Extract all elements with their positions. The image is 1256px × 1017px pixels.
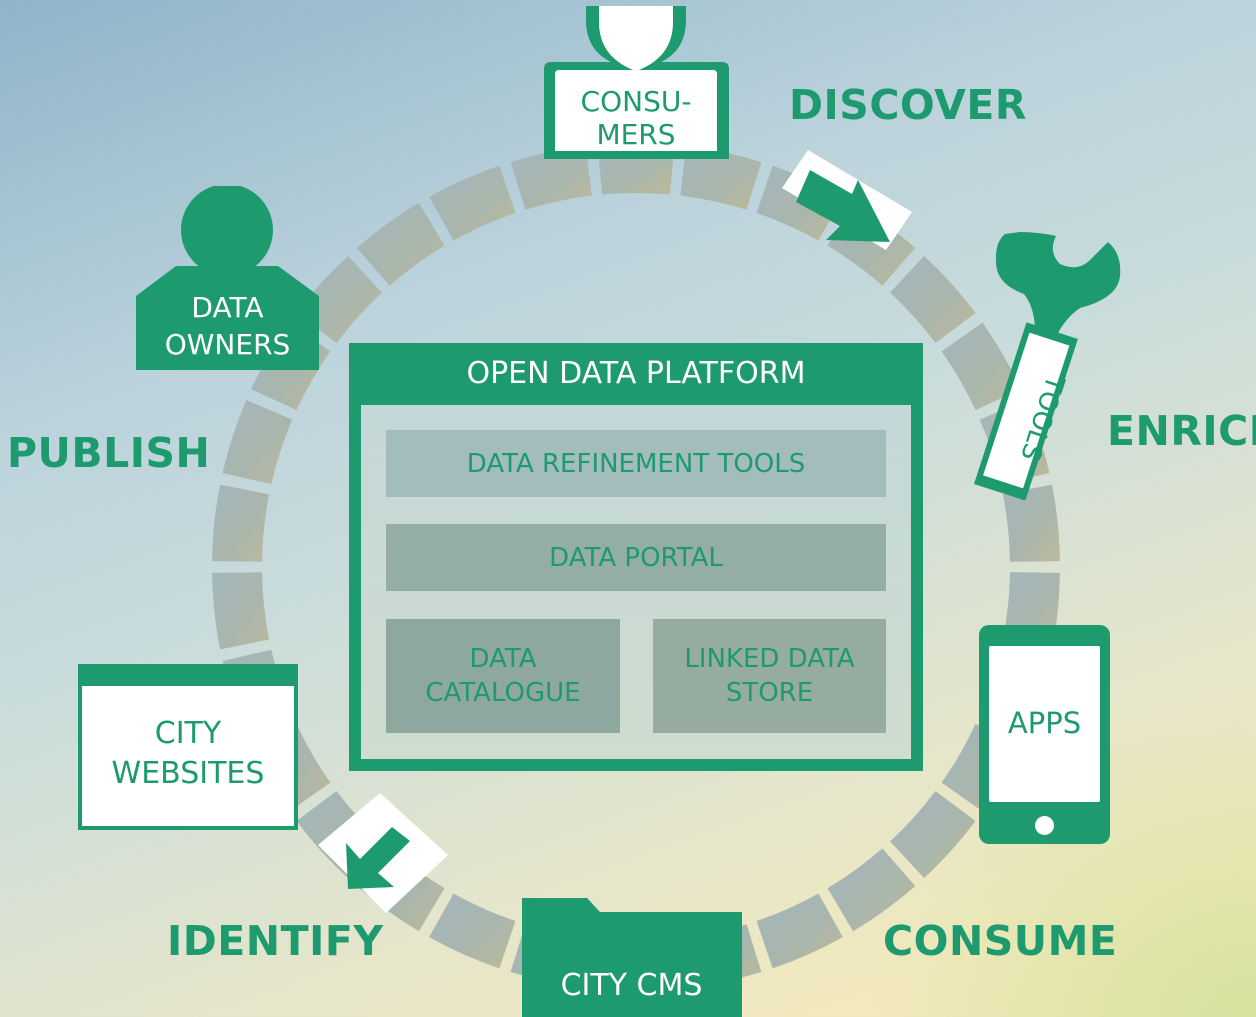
linked-data-store-tile: LINKED DATA STORE — [653, 619, 886, 733]
data-owners-label-line2: OWNERS — [164, 328, 291, 361]
arrow-icon — [782, 150, 912, 250]
consumers-node: CONSU- MERS — [541, 0, 731, 162]
arrow-icon — [318, 793, 448, 913]
apps-node: APPS — [979, 625, 1110, 844]
apps-label: APPS — [1007, 706, 1082, 740]
ring-segment — [827, 848, 916, 932]
data-catalogue-label-line1: DATA — [469, 644, 537, 674]
person-icon — [544, 6, 729, 159]
person-icon — [136, 184, 319, 370]
ring-segment — [510, 145, 592, 210]
ring-segment — [212, 572, 270, 650]
open-data-platform: OPEN DATA PLATFORM DATA REFINEMENT TOOLS… — [349, 343, 923, 771]
phase-label-identify: IDENTIFY — [167, 917, 384, 965]
platform-inner: DATA REFINEMENT TOOLS DATA PORTAL DATA C… — [361, 405, 911, 759]
ring-segment — [429, 893, 516, 969]
phase-label-discover: DISCOVER — [789, 81, 1027, 129]
ring-segment — [212, 484, 270, 562]
consumers-label-line2: MERS — [596, 118, 676, 151]
browser-window-icon: CITY WEBSITES — [82, 686, 294, 826]
phone-home-button — [1035, 816, 1054, 835]
city-cms-label: CITY CMS — [560, 968, 703, 1003]
consumers-label-line1: CONSU- — [580, 85, 692, 118]
phase-label-enrich: ENRICH — [1107, 407, 1256, 455]
ring-segment — [941, 322, 1021, 411]
linked-data-store-label-line1: LINKED DATA — [684, 644, 855, 674]
data-portal-tile: DATA PORTAL — [386, 524, 886, 591]
ring-segment — [680, 145, 762, 210]
data-refinement-tools-label: DATA REFINEMENT TOOLS — [466, 448, 806, 479]
ring-segment — [890, 791, 976, 879]
ring-segment — [356, 202, 445, 286]
ring-segment — [890, 255, 976, 343]
ring-segment — [1002, 484, 1060, 562]
phase-label-publish: PUBLISH — [7, 429, 211, 477]
city-websites-label-line2: WEBSITES — [111, 756, 265, 791]
phone-icon: APPS — [989, 646, 1100, 802]
wrench-icon — [973, 232, 1121, 501]
data-catalogue-tile: DATA CATALOGUE — [386, 619, 620, 733]
data-catalogue-label-line2: CATALOGUE — [425, 678, 581, 708]
linked-data-store-label-line2: STORE — [725, 678, 814, 708]
city-websites-label-line1: CITY — [154, 716, 222, 751]
ring-segment — [756, 893, 843, 969]
ring-segment — [429, 165, 516, 241]
city-websites-node: CITY WEBSITES — [78, 664, 298, 830]
ring-segment — [222, 399, 293, 485]
phase-label-consume: CONSUME — [883, 917, 1118, 965]
data-owners-label-line1: DATA — [191, 291, 264, 324]
platform-title: OPEN DATA PLATFORM — [466, 356, 806, 391]
folder-icon — [522, 898, 742, 1017]
data-owners-node: DATA OWNERS — [136, 184, 319, 370]
data-refinement-tools-tile: DATA REFINEMENT TOOLS — [386, 430, 886, 497]
tools-node: TOOLS — [960, 232, 1125, 501]
data-portal-label: DATA PORTAL — [549, 542, 723, 573]
